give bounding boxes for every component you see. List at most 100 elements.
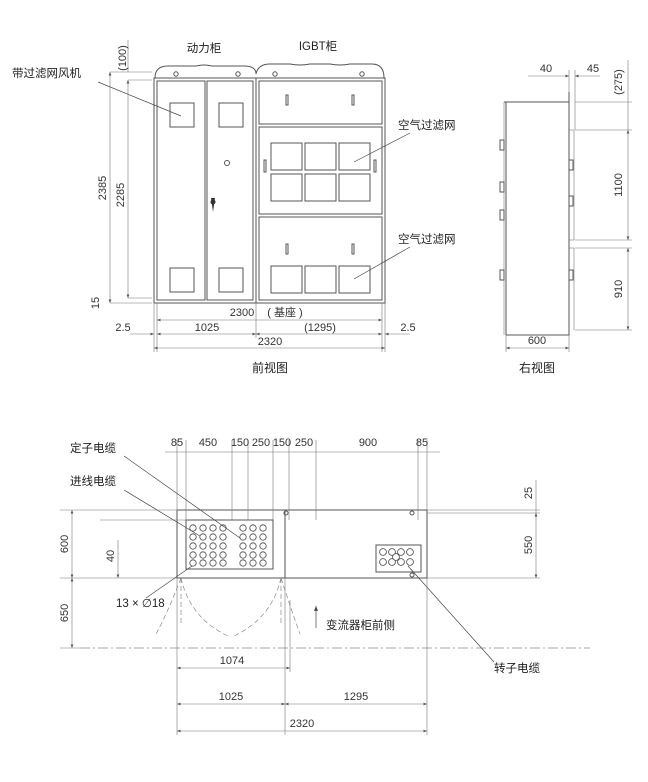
plan-top-dim-250: 250	[252, 437, 270, 449]
cable-hole	[189, 533, 197, 541]
igbt-middle-door	[258, 126, 383, 215]
dim-2300-text: 2300	[230, 307, 254, 319]
front-view-title: 前视图	[252, 360, 288, 375]
fan-filter-top-left	[169, 102, 195, 128]
air-filter-label-2: 空气过滤网	[398, 232, 456, 246]
cable-hole	[249, 524, 257, 532]
dim-15-text: 15	[90, 297, 102, 309]
fan-filter-bottom-right	[218, 267, 244, 293]
door-swing	[155, 577, 182, 635]
plan-top-dim-85b: 85	[416, 437, 428, 449]
hinge-icon	[499, 181, 505, 193]
power-door-right	[206, 80, 254, 301]
rotor-hole	[388, 558, 396, 566]
bolt-hole	[409, 510, 415, 516]
side-dim-40-text: 40	[540, 63, 552, 75]
plan-footprint	[176, 509, 428, 579]
cable-hole	[209, 551, 217, 559]
rotor-hole	[392, 553, 400, 561]
plan-dim-650-text: 650	[59, 604, 71, 622]
leader-line	[353, 132, 411, 163]
cable-hole	[239, 551, 247, 559]
door-swing	[233, 577, 282, 637]
side-dim-600-text: 600	[528, 335, 546, 347]
incoming-cable-label: 进线电缆	[70, 474, 116, 488]
plan-top-dim-250b: 250	[295, 437, 313, 449]
air-filter-grid	[270, 265, 303, 294]
plan-dim-1074-text: 1074	[220, 655, 244, 667]
leader-line	[353, 246, 411, 280]
plan-top-dim-150b: 150	[273, 437, 291, 449]
fan-filter-bottom-left	[169, 267, 195, 293]
air-filter-grid	[338, 265, 371, 294]
cable-hole	[219, 559, 227, 567]
fan-filter-top-right	[218, 102, 244, 128]
cable-hole	[259, 559, 267, 567]
plan-top-dim-900: 900	[359, 437, 377, 449]
cabinet-outline	[153, 77, 386, 304]
air-filter-grid	[304, 142, 337, 171]
lifting-eye	[359, 71, 365, 77]
cable-hole	[249, 551, 257, 559]
cable-hole	[209, 533, 217, 541]
air-filter-grid	[338, 173, 371, 202]
hinge-icon	[499, 209, 505, 221]
cable-hole	[259, 533, 267, 541]
rotor-hole	[397, 548, 405, 556]
fan-filter-label: 带过滤网风机	[12, 66, 81, 80]
igbt-cabinet-label: IGBT柜	[299, 40, 337, 53]
plan-top-dim-150: 150	[231, 437, 249, 449]
dim-2385-text: 2385	[97, 176, 109, 200]
indicator-lamp	[224, 160, 230, 166]
side-view-title: 右视图	[519, 360, 555, 375]
air-filter-label-1: 空气过滤网	[398, 118, 456, 132]
leader-line	[97, 81, 182, 117]
plan-dim-2320-text: 2320	[290, 718, 314, 730]
power-door-left	[156, 80, 206, 301]
cable-hole	[249, 559, 257, 567]
rotor-cable-label: 转子电缆	[494, 661, 540, 675]
cable-hole	[259, 524, 267, 532]
air-filter-grid	[270, 142, 303, 171]
handle-icon	[568, 159, 574, 171]
rotor-hole	[406, 558, 414, 566]
cable-hole	[199, 524, 207, 532]
dim-100-text: (100)	[117, 45, 129, 71]
leader-line	[145, 565, 193, 599]
bolt-hole	[409, 572, 415, 578]
cable-hole	[259, 542, 267, 550]
cabinet-top-outline	[154, 63, 385, 79]
igbt-bottom-door	[258, 216, 383, 301]
door-swing	[280, 577, 301, 635]
handle-icon	[263, 159, 267, 173]
handle-icon	[285, 94, 289, 106]
plan-dim-550-text: 550	[523, 536, 535, 554]
cable-hole	[249, 533, 257, 541]
lifting-eye	[272, 71, 278, 77]
side-dim-275-text: (275)	[613, 69, 625, 95]
dim-2-5-left-text: 2.5	[115, 322, 130, 334]
door-lock-icon	[210, 199, 216, 205]
holes-label: 13 × ∅18	[116, 598, 165, 610]
dim-2285-text: 2285	[115, 183, 127, 207]
cable-holes	[189, 524, 267, 567]
air-filter-grid	[338, 142, 371, 171]
cable-hole	[199, 551, 207, 559]
handle-icon	[568, 269, 574, 281]
rotor-hole	[379, 558, 387, 566]
plan-dim-1025-text: 1025	[219, 691, 243, 703]
handle-icon	[351, 94, 355, 106]
side-dim-45-text: 45	[587, 63, 599, 75]
cable-hole	[199, 533, 207, 541]
front-view: 动力柜 IGBT柜 带过滤网风机 空气过滤网 空气过滤网 (100) 2385 …	[12, 40, 456, 375]
cable-hole	[239, 559, 247, 567]
side-cabinet-outline	[505, 101, 570, 336]
cable-hole	[209, 524, 217, 532]
leader-line	[407, 565, 495, 663]
stator-cable-label: 定子电缆	[70, 441, 116, 455]
cable-hole	[189, 551, 197, 559]
side-dim-1100-text: 1100	[613, 173, 625, 197]
plan-dim-25-text: 25	[523, 487, 535, 499]
plan-top-dim-450: 450	[199, 437, 217, 449]
